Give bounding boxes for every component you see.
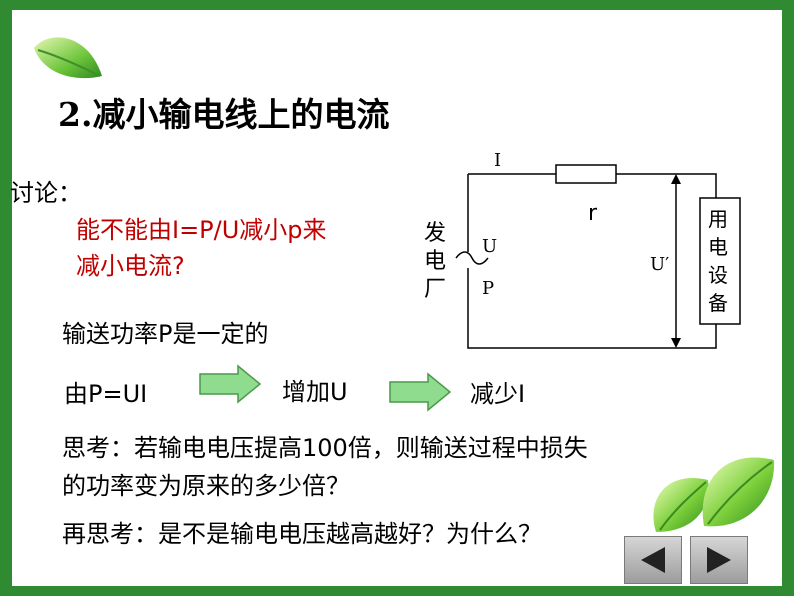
triangle-right-icon: [707, 547, 731, 573]
think1-line1: 思考：若输电电压提高100倍，则输送过程中损失: [62, 434, 588, 462]
discussion-question-line2: 减小电流?: [76, 252, 185, 280]
device-char-4: 备: [708, 291, 728, 315]
resistor: [555, 164, 617, 184]
arrow-right-icon-2: [389, 372, 452, 412]
triangle-left-icon: [641, 547, 665, 573]
discussion-question-line1: 能不能由I=P/U减小p来: [76, 216, 327, 244]
label-resistance: r: [588, 201, 598, 226]
prev-button[interactable]: [624, 536, 682, 584]
label-power: P: [482, 278, 494, 299]
discussion-label: 讨论：: [10, 179, 82, 207]
think2-text: 再思考：是不是输电电压越高越好？为什么？: [62, 520, 542, 548]
fact-text: 输送功率P是一定的: [62, 320, 269, 348]
plant-char-1: 发: [424, 221, 446, 246]
leaves-decoration-icon: [653, 457, 775, 532]
device-char-2: 电: [708, 235, 728, 259]
label-voltage: U: [482, 236, 497, 257]
next-button[interactable]: [690, 536, 748, 584]
device-char-1: 用: [708, 207, 728, 231]
chain-step3: 减少I: [470, 380, 526, 408]
circuit-diagram: I r U P U′ 发 电 厂 用 电 设 备: [424, 150, 741, 349]
think1-line2: 的功率变为原来的多少倍？: [62, 472, 350, 500]
device-box: [699, 197, 741, 325]
arrow-right-icon: [199, 364, 262, 404]
device-char-3: 设: [708, 263, 728, 287]
plant-char-2: 电: [424, 249, 446, 274]
label-voltage-prime: U′: [650, 254, 669, 275]
slide-title: 2.减小输电线上的电流: [58, 95, 390, 134]
chain-step2: 增加U: [282, 378, 348, 406]
chain-step1: 由P=UI: [64, 380, 148, 408]
label-current: I: [494, 150, 501, 171]
leaf-icon: [34, 37, 102, 79]
plant-char-3: 厂: [424, 277, 446, 302]
